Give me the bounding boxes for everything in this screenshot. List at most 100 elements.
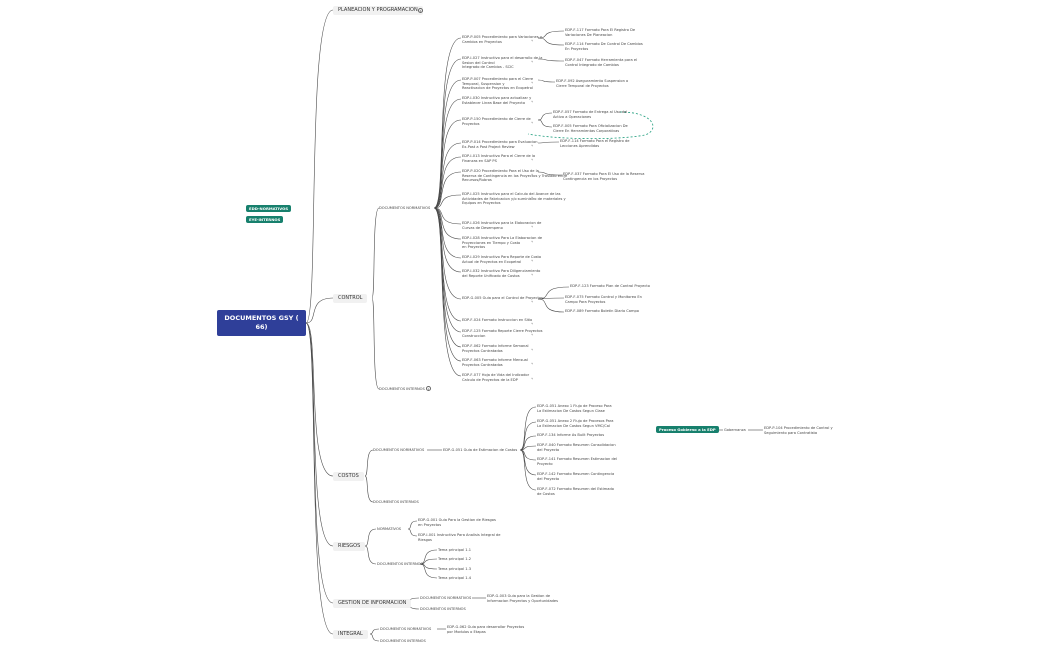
control-detail-node[interactable]: EDP-F-123 Formato Plan de Control Proyec… <box>570 284 650 288</box>
control-doc-node[interactable]: EDP-I-030 Instructivo para actualizar y … <box>462 96 532 105</box>
riesgos-doc-node[interactable]: EDP-G-001 Guia Para la Gestion de Riesgo… <box>418 518 496 527</box>
connector-line <box>305 322 334 635</box>
branch-riesgos[interactable]: RIESGOS <box>333 542 366 551</box>
collapsed-count-badge[interactable]: 1 <box>426 386 431 391</box>
control-detail-node[interactable]: EDP-F-005 Formato Para Oficializacion De… <box>553 124 628 133</box>
connector-line <box>371 207 380 299</box>
control-doc-node[interactable]: EDP-F-063 Formato Informe Mensual Proyec… <box>462 358 528 367</box>
connector-line <box>519 449 537 476</box>
control-detail-node[interactable]: EDP-F-075 Formato Control y Monitoreo En… <box>565 295 642 304</box>
control-normativos[interactable]: DOCUMENTOS NORMATIVOS <box>379 206 431 210</box>
control-doc-node[interactable]: EDP-I-032 Instructivo Para Diligenciamie… <box>462 269 541 278</box>
gobernanza-label[interactable]: Gobernanza <box>724 428 746 432</box>
connector-line <box>433 171 462 209</box>
control-doc-node[interactable]: EDP-I-027 Instructivo para el desarrollo… <box>462 56 543 70</box>
root-node[interactable]: DOCUMENTOS GSY ( 66) <box>217 310 306 336</box>
proceso-gobierno-tag[interactable]: Proceso Gobierno a la EDP <box>656 426 719 433</box>
note-icon[interactable]: ⑂ <box>531 59 534 64</box>
control-internos[interactable]: DOCUMENTOS INTERNOS <box>379 387 425 391</box>
note-icon[interactable]: ⑂ <box>531 347 534 352</box>
costos-doc-node[interactable]: EDP-F-142 Formato Resumen Contingencia d… <box>537 472 615 481</box>
note-icon[interactable]: ⑂ <box>531 361 534 366</box>
riesgos-tema-node[interactable]: Tema principal 1.1 <box>438 548 471 552</box>
branch-costos[interactable]: COSTOS <box>333 472 364 481</box>
branch-integral[interactable]: INTEGRAL <box>333 630 368 639</box>
control-detail-node[interactable]: EDP-F-047 Formato Herramienta para el Co… <box>565 58 638 67</box>
costos-doc-node[interactable]: EDP-F-040 Formato Resumen Consolidacion … <box>537 443 616 452</box>
control-doc-node[interactable]: EDP-P-005 Procedimiento para Variaciones… <box>462 35 542 44</box>
note-icon[interactable]: ⑂ <box>531 80 534 85</box>
note-icon[interactable]: ⑂ <box>531 272 534 277</box>
costos-internos[interactable]: DOCUMENTOS INTERNOS <box>373 500 419 504</box>
integral-normativos[interactable]: DOCUMENTOS NORMATIVOS <box>380 627 432 631</box>
note-icon[interactable]: ⑂ <box>531 299 534 304</box>
note-icon[interactable]: ⑂ <box>531 120 534 125</box>
connector-line <box>364 545 377 565</box>
branch-control[interactable]: CONTROL <box>333 294 368 303</box>
note-icon[interactable]: ⑂ <box>531 143 534 148</box>
costos-doc-node[interactable]: EDP-F-141 Formato Resumen Estimacion del… <box>537 457 617 466</box>
note-icon[interactable]: ⑂ <box>531 172 534 177</box>
branch-planeacion[interactable]: PLANEACION Y PROGRAMACION <box>333 6 423 15</box>
note-icon[interactable]: ⑂ <box>531 157 534 162</box>
note-icon[interactable]: ⑂ <box>531 99 534 104</box>
control-doc-node[interactable]: EDP-P-020 Procedimiento Para el Uso de l… <box>462 169 568 183</box>
control-detail-node[interactable]: EDP-F-089 Formato Boletin Diario Campo <box>565 309 639 313</box>
note-icon[interactable]: ⑂ <box>531 258 534 263</box>
note-icon[interactable]: ⑂ <box>531 195 534 200</box>
control-detail-node[interactable]: EDP-F-092 Aseguramiento Suspension o Cie… <box>556 79 629 88</box>
control-detail-node[interactable]: EDP-F-057 Formato de Entrega al Uso del … <box>553 110 628 119</box>
control-doc-node[interactable]: EDP-F-024 Formato Instruccion en Sitio <box>462 318 533 322</box>
control-doc-node[interactable]: EDP-I-028 Instructivo Para La Elaboracio… <box>462 236 543 250</box>
riesgos-tema-node[interactable]: Tema principal 1.3 <box>438 567 471 571</box>
costos-doc-node[interactable]: EDP-G-051 Anexo 1 Flujo de Proceso Para … <box>537 404 612 413</box>
connector-line <box>433 156 462 209</box>
note-icon[interactable]: ⑂ <box>531 332 534 337</box>
integral-doc[interactable]: EDP-G-062 Guia para desarrollar Proyecto… <box>447 625 525 634</box>
costos-doc-node[interactable]: EDP-F-134 Informe As Built Proyectos <box>537 433 605 437</box>
note-icon[interactable]: ⑂ <box>531 376 534 381</box>
control-detail-node[interactable]: EDP-F-114 Formato Para el Registro de Le… <box>560 139 630 148</box>
gestion-internos[interactable]: DOCUMENTOS INTERNOS <box>420 607 466 611</box>
control-doc-node[interactable]: EDP-P-150 Procedimiento de Cierre de Pro… <box>462 117 531 126</box>
connector-line <box>519 445 537 451</box>
collapsed-count-badge[interactable]: 4 <box>418 8 423 13</box>
costos-guia-node[interactable]: EDP-G-051 Guia de Estimacion de Costos <box>443 448 518 452</box>
riesgos-internos[interactable]: DOCUMENTOS INTERNOS <box>377 562 423 566</box>
control-detail-node[interactable]: EDP-F-037 Formato Para El Uso de la Rese… <box>563 172 645 181</box>
connector-line <box>433 207 462 348</box>
riesgos-tema-node[interactable]: Tema principal 1.4 <box>438 576 471 580</box>
control-seguimiento-doc[interactable]: EDP-P-104 Procedimiento de Control y Seg… <box>764 426 833 435</box>
control-doc-node[interactable]: EDP-I-026 Instructivo para la Elaboracio… <box>462 221 542 230</box>
note-icon[interactable]: ⑂ <box>531 224 534 229</box>
riesgos-doc-node[interactable]: EDP-I-001 Instructivo Para Analisis Inte… <box>418 533 501 542</box>
branch-gestion-informacion[interactable]: GESTION DE INFORMACION <box>333 599 412 608</box>
control-doc-node[interactable]: EDP-I-025 Instructivo para el Calculo de… <box>462 192 566 206</box>
control-doc-node[interactable]: EDP-F-077 Hoja de Vida del Indicador Cal… <box>462 373 530 382</box>
note-icon[interactable]: ⑂ <box>531 321 534 326</box>
gestion-doc[interactable]: EDP-G-003 Guia para la Gestion de Inform… <box>487 594 559 603</box>
riesgos-tema-node[interactable]: Tema principal 1.2 <box>438 557 471 561</box>
note-icon[interactable]: ⑂ <box>531 239 534 244</box>
costos-normativos[interactable]: DOCUMENTOS NORMATIVOS <box>373 448 425 452</box>
note-icon[interactable]: ⑂ <box>531 38 534 43</box>
control-doc-node[interactable]: EDP-F-062 Formato Informe Semanal Proyec… <box>462 344 529 353</box>
control-doc-node[interactable]: EDP-P-007 Procedimiento para el Cierre T… <box>462 77 534 91</box>
costos-doc-node[interactable]: EDP-F-072 Formato Resumen del Estimado d… <box>537 487 614 496</box>
costos-doc-node[interactable]: EDP-G-051 Anexo 2 Flujo de Procesos Para… <box>537 419 614 428</box>
control-doc-node[interactable]: EDP-F-125 Formato Reporte Cierre Proyect… <box>462 329 543 338</box>
relationship-arc <box>527 111 654 140</box>
control-doc-node[interactable]: EDP-I-029 Instructivo Para Reporte de Co… <box>462 255 542 264</box>
control-doc-node[interactable]: EDP-I-013 Instructivo Para el Cierre de … <box>462 154 536 163</box>
riesgos-normativos[interactable]: NORMATIVOS <box>377 527 402 531</box>
tag-internos[interactable]: EYE-INTERNOS <box>246 216 284 223</box>
integral-internos[interactable]: DOCUMENTOS INTERNOS <box>380 639 426 643</box>
tag-normativos[interactable]: EDD-NORMATIVOS <box>246 205 292 212</box>
control-doc-node[interactable]: EDP-G-005 Guia para el Control de Proyec… <box>462 296 543 300</box>
control-detail-node[interactable]: EDP-F-117 Formato Para El Registro De Va… <box>565 28 636 37</box>
control-detail-node[interactable]: EDP-F-114 Formato De Control De Cambios … <box>565 42 643 51</box>
gestion-normativos[interactable]: DOCUMENTOS NORMATIVOS <box>420 596 472 600</box>
control-doc-node[interactable]: EDP-P-014 Procedimiento para Evaluacion … <box>462 140 538 149</box>
